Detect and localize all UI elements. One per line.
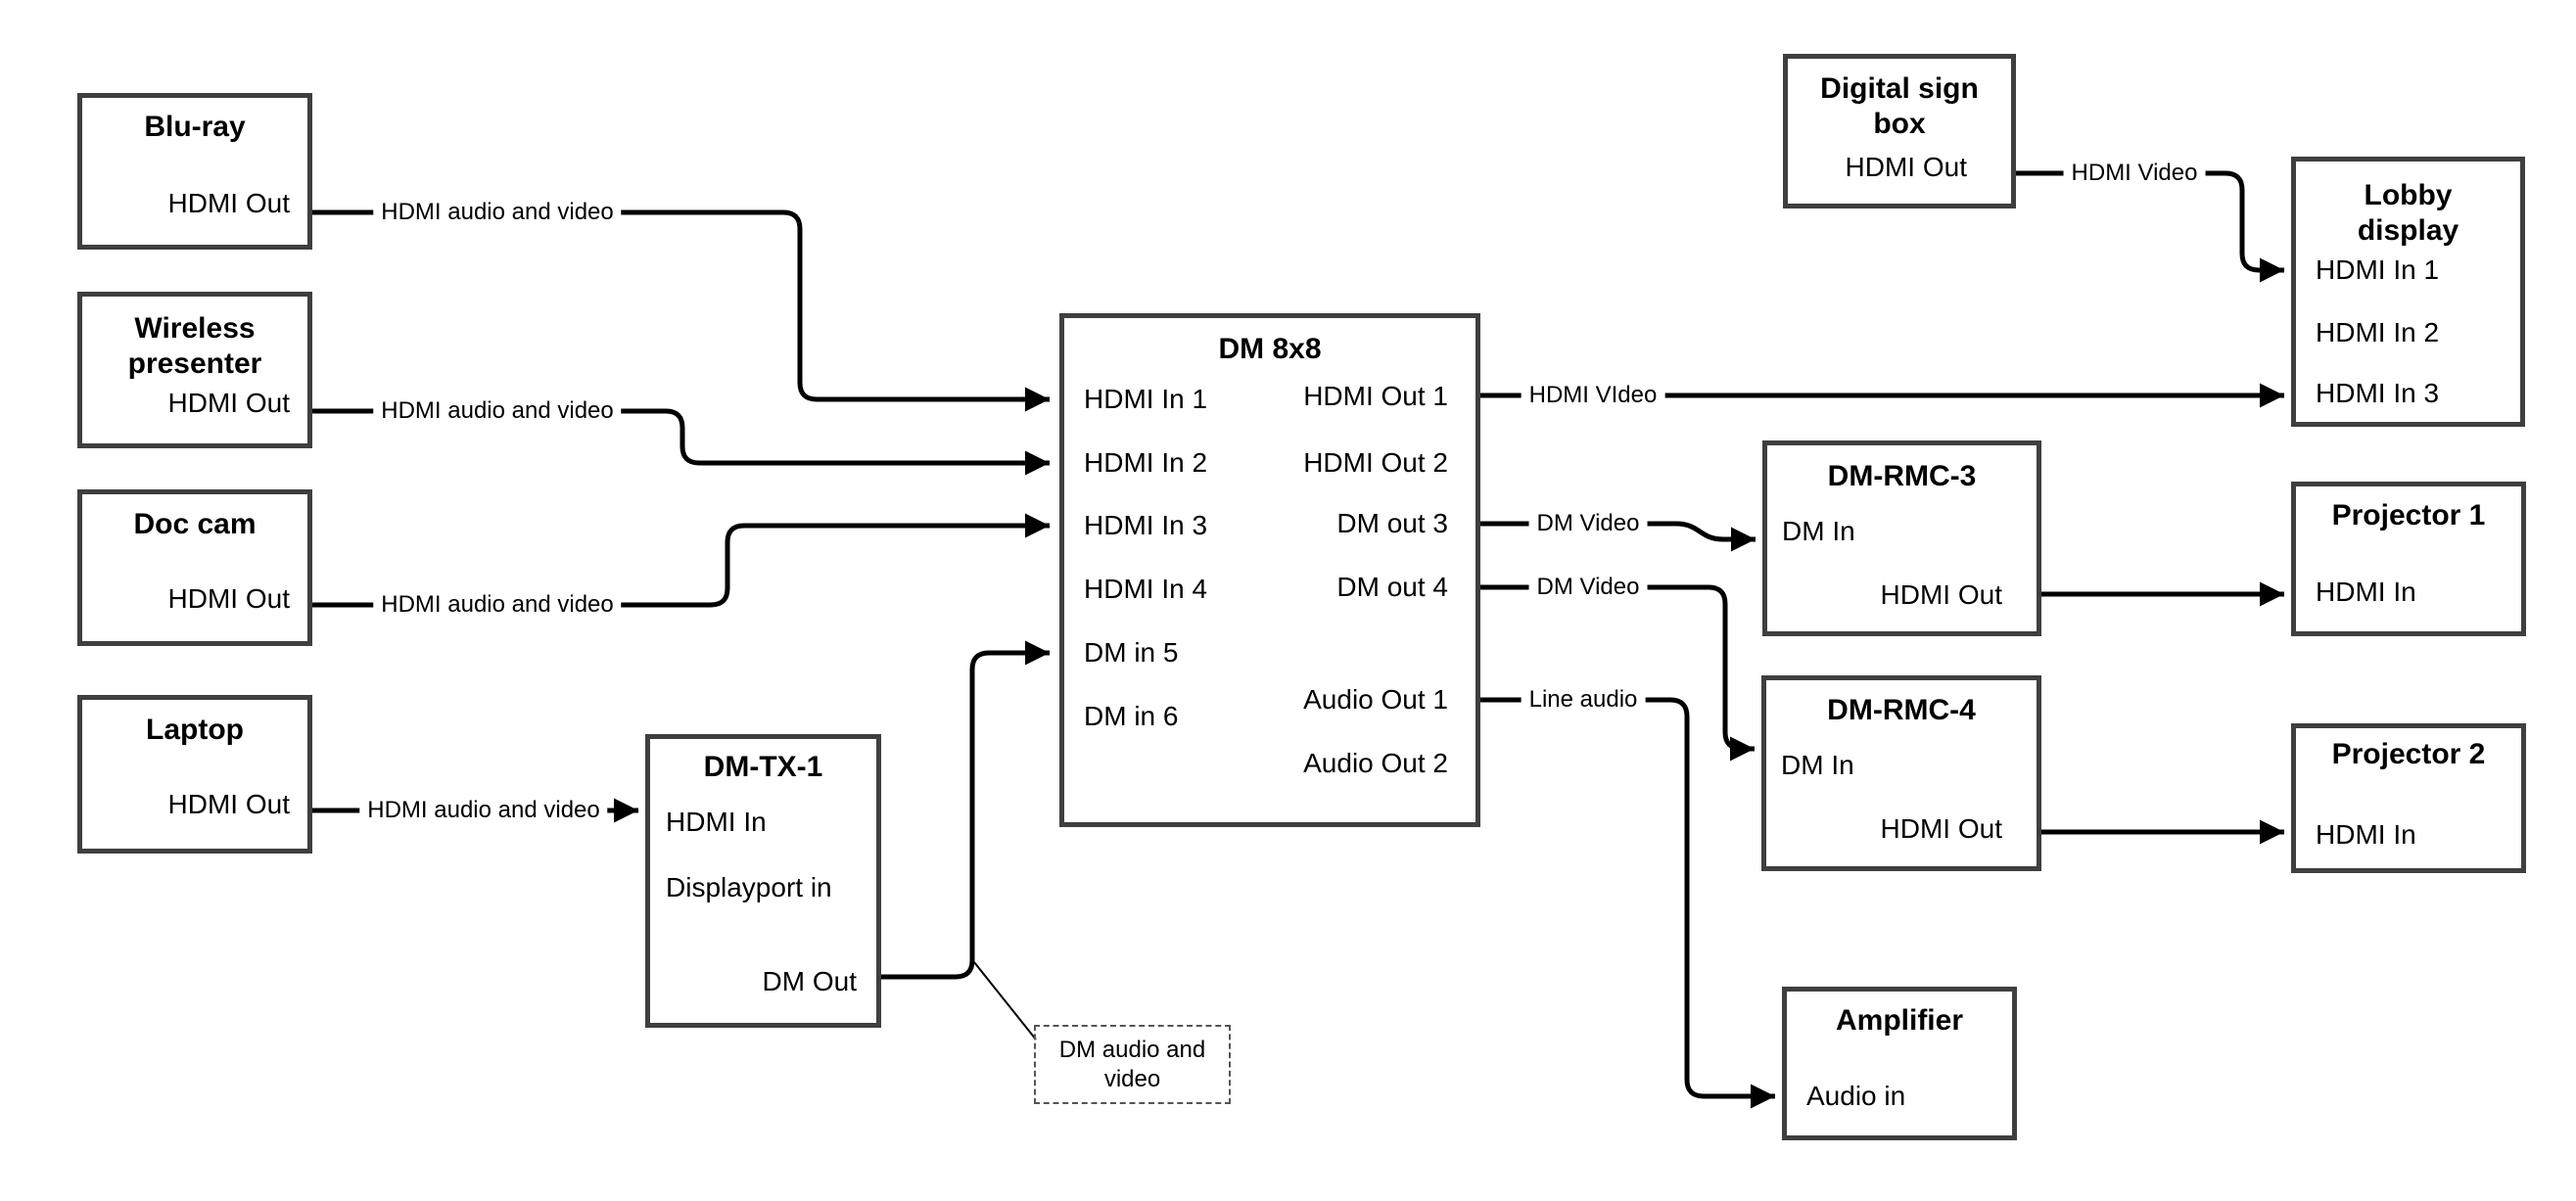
node-title: Projector 2: [2331, 738, 2486, 770]
port-hdmi-in-4: HDMI In 4: [1084, 574, 1208, 604]
node-dm-8x8: DM 8x8 HDMI In 1 HDMI In 2 HDMI In 3 HDM…: [1059, 313, 1480, 827]
connection-bluray-to-dm8x8-in1: [312, 209, 1050, 412]
port-hdmi-in: HDMI In: [2316, 577, 2416, 607]
node-title: DM-RMC-3: [1827, 460, 1977, 492]
port-hdmi-in: HDMI In: [666, 807, 767, 837]
port-hdmi-out: HDMI Out: [167, 583, 290, 614]
port-dm-in-5: DM in 5: [1084, 637, 1179, 668]
node-title: Amplifier: [1835, 1004, 1964, 1037]
port-dm-in-6: DM in 6: [1084, 701, 1179, 731]
port-hdmi-out: HDMI Out: [167, 188, 290, 218]
port-hdmi-out-1: HDMI Out 1: [1303, 381, 1448, 411]
port-dm-out-4: DM out 4: [1336, 572, 1448, 602]
port-hdmi-out: HDMI Out: [1880, 813, 2002, 844]
node-dm-rmc-3: DM-RMC-3 DM In HDMI Out: [1762, 440, 2041, 636]
connection-dm8x8-out3-to-dmrmc3: [1480, 521, 1756, 552]
port-hdmi-out-2: HDMI Out 2: [1303, 447, 1448, 478]
node-title: Laptop: [146, 714, 244, 746]
port-hdmi-in-3: HDMI In 3: [1084, 510, 1208, 540]
port-hdmi-in-2: HDMI In 2: [1084, 447, 1208, 478]
node-title: Digital sign box: [1820, 72, 1979, 140]
node-lobby-display: Lobby display HDMI In 1 HDMI In 2 HDMI I…: [2291, 157, 2525, 427]
edge-label-dm-video-4: DM Video: [1528, 574, 1648, 601]
node-dm-rmc-4: DM-RMC-4 DM In HDMI Out: [1761, 675, 2041, 871]
node-projector-2: Projector 2 HDMI In: [2291, 723, 2526, 873]
port-hdmi-in-2: HDMI In 2: [2316, 317, 2440, 347]
node-title: Lobby display: [2357, 179, 2459, 247]
edge-label-hdmi-av-bluray: HDMI audio and video: [373, 199, 622, 226]
node-title: Doc cam: [133, 508, 257, 540]
node-laptop: Laptop HDMI Out: [77, 695, 312, 854]
note-callout-line: [973, 961, 1037, 1040]
node-digital-sign-box: Digital sign box HDMI Out: [1783, 54, 2016, 208]
node-wireless-presenter: Wireless presenter HDMI Out: [77, 292, 312, 448]
port-hdmi-out: HDMI Out: [167, 388, 290, 418]
node-title: Wireless presenter: [127, 312, 262, 380]
node-bluray: Blu-ray HDMI Out: [77, 93, 312, 250]
note-dm-audio-and-video: DM audio and video: [1034, 1025, 1231, 1104]
node-title: DM 8x8: [1218, 333, 1322, 365]
edge-label-hdmi-video-out1: HDMI VIdeo: [1521, 382, 1665, 409]
note-text: DM audio and video: [1058, 1036, 1206, 1092]
node-title: Blu-ray: [144, 111, 246, 143]
edge-label-hdmi-av-wireless: HDMI audio and video: [373, 397, 622, 425]
port-dm-out: DM Out: [762, 966, 857, 996]
port-hdmi-in-1: HDMI In 1: [2316, 254, 2440, 285]
port-audio-out-2: Audio Out 2: [1303, 748, 1448, 778]
node-title: DM-RMC-4: [1827, 694, 1976, 726]
node-title: Projector 1: [2331, 499, 2486, 531]
port-hdmi-in-1: HDMI In 1: [1084, 384, 1208, 414]
connection-wireless-to-dm8x8-in2: [312, 408, 1050, 476]
port-hdmi-in-3: HDMI In 3: [2316, 378, 2440, 408]
node-title: DM-TX-1: [703, 751, 823, 783]
connection-dm8x8-audio1-to-amplifier: [1480, 697, 1775, 1109]
port-hdmi-out: HDMI Out: [1845, 152, 1967, 182]
connection-doccam-to-dm8x8-in3: [312, 513, 1050, 608]
port-hdmi-out: HDMI Out: [1880, 579, 2002, 610]
edge-label-hdmi-av-laptop: HDMI audio and video: [359, 797, 608, 824]
edge-label-dm-video-3: DM Video: [1528, 510, 1648, 537]
port-dm-in: DM In: [1782, 516, 1855, 546]
port-hdmi-in: HDMI In: [2316, 819, 2416, 850]
port-hdmi-out: HDMI Out: [167, 789, 290, 819]
connection-dmtx1-to-dm8x8-in5: [881, 640, 1050, 980]
port-dm-in: DM In: [1781, 750, 1854, 780]
port-displayport-in: Displayport in: [666, 872, 832, 902]
connection-digitalsign-to-lobby-in1: [2016, 170, 2284, 283]
node-doc-cam: Doc cam HDMI Out: [77, 489, 312, 646]
port-audio-in: Audio in: [1806, 1081, 1906, 1111]
edge-label-hdmi-av-doccam: HDMI audio and video: [373, 591, 622, 619]
port-audio-out-1: Audio Out 1: [1303, 684, 1448, 715]
port-dm-out-3: DM out 3: [1336, 508, 1448, 538]
edge-label-line-audio: Line audio: [1521, 686, 1646, 714]
node-dm-tx-1: DM-TX-1 HDMI In Displayport in DM Out: [645, 734, 881, 1028]
connection-dm8x8-out4-to-dmrmc4: [1480, 584, 1755, 762]
node-amplifier: Amplifier Audio in: [1782, 987, 2017, 1140]
edge-label-hdmi-video-sign: HDMI Video: [2063, 160, 2206, 187]
node-projector-1: Projector 1 HDMI In: [2291, 482, 2526, 636]
